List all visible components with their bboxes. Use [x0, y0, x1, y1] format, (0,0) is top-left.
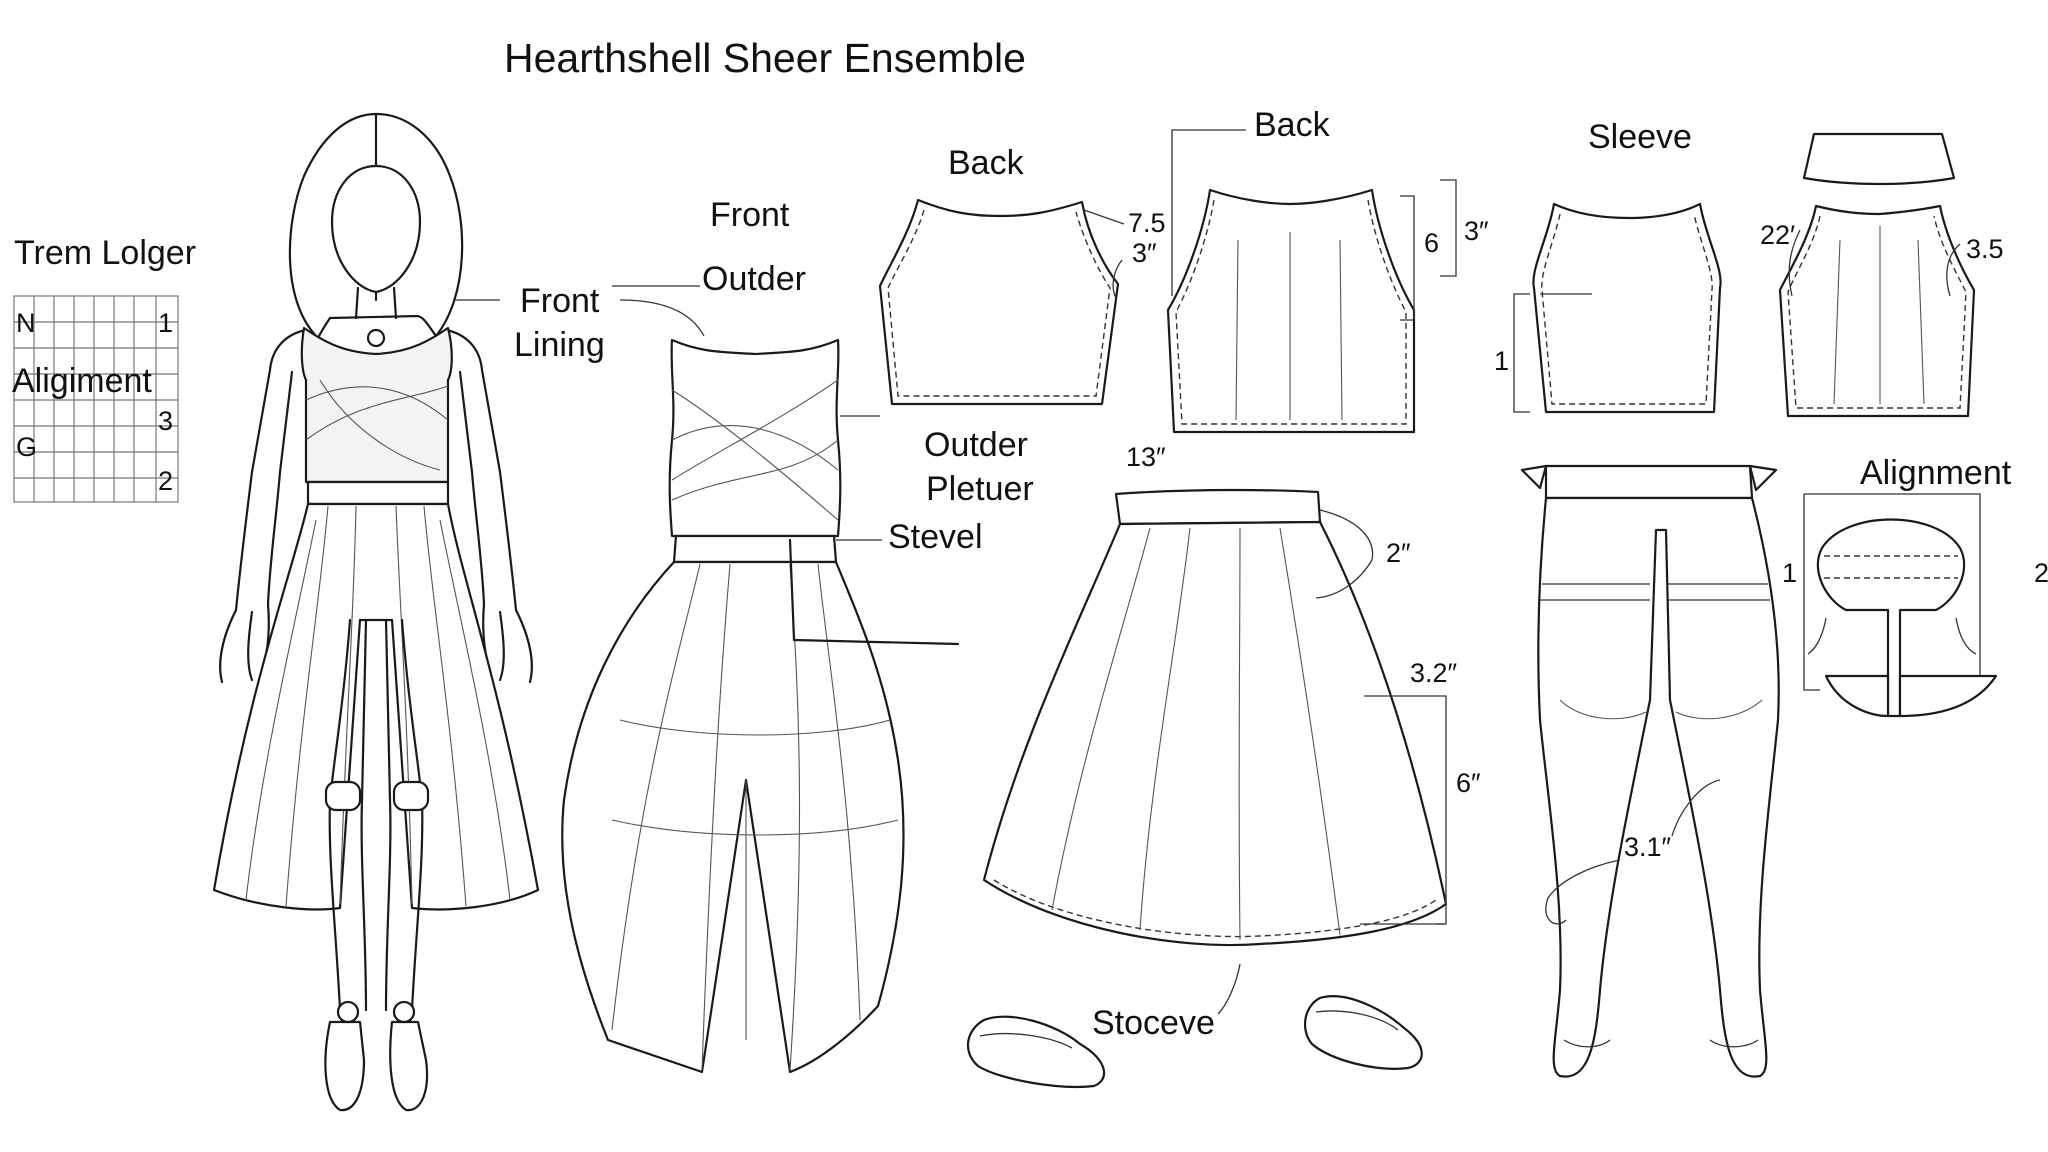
label-outder: Outder	[702, 260, 806, 298]
label-front-lining-2: Lining	[514, 326, 605, 364]
meas-6-b: 6″	[1456, 768, 1481, 798]
meas-1-align: 1	[1782, 558, 1797, 588]
shoes	[966, 995, 1423, 1088]
legend-row-g: G	[16, 432, 37, 462]
meas-3-b: 3″	[1464, 216, 1489, 246]
pattern-back-yoke	[1778, 204, 1976, 418]
dress-front-view	[561, 338, 960, 1074]
legend-grid	[13, 295, 179, 503]
label-back-right: Back	[1254, 106, 1331, 144]
label-outder-pletuer-1: Outder	[924, 426, 1028, 464]
meas-1-sleeve: 1	[1494, 346, 1509, 376]
label-stevel: Stevel	[888, 518, 983, 556]
pattern-back-bodice-large	[1166, 188, 1416, 434]
label-front: Front	[710, 196, 790, 234]
model-figure	[212, 112, 540, 1112]
pattern-skirt	[982, 488, 1448, 947]
meas-13: 13″	[1126, 442, 1166, 472]
pattern-alignment	[1803, 493, 1998, 718]
legend-row-n: N	[16, 308, 36, 338]
meas-2: 2″	[1386, 538, 1411, 568]
legend-col-3: 3	[158, 406, 173, 436]
meas-6: 6	[1424, 228, 1439, 258]
label-stoceve: Stoceve	[1092, 1004, 1215, 1042]
meas-22: 22′	[1760, 220, 1795, 250]
meas-2-align: 2	[2034, 558, 2048, 588]
label-back-left: Back	[948, 144, 1025, 182]
pattern-sleeve-bodice	[1532, 202, 1722, 414]
meas-7-5: 7.5	[1128, 208, 1166, 238]
pattern-collar	[1802, 132, 1956, 186]
legend-panel: Trem Lolger N Aligiment G 1 3 2	[12, 234, 196, 503]
label-alignment: Alignment	[1860, 454, 2012, 492]
label-sleeve: Sleeve	[1588, 118, 1692, 156]
legend-col-1: 1	[158, 308, 173, 338]
meas-3-1: 3.1″	[1624, 832, 1672, 862]
label-front-lining-1: Front	[520, 282, 600, 320]
label-outder-pletuer-2: Pletuer	[926, 470, 1034, 508]
meas-3-a: 3″	[1132, 238, 1157, 268]
legend-row-alignment: Aligiment	[12, 362, 152, 400]
pattern-leggings	[1520, 464, 1780, 1078]
legend-col-2: 2	[158, 466, 173, 496]
pattern-back-bodice-small	[878, 198, 1120, 406]
meas-3-5: 3.5	[1966, 234, 2004, 264]
meas-3-2: 3.2″	[1410, 658, 1458, 688]
legend-heading: Trem Lolger	[14, 234, 196, 272]
sheet-title: Hearthshell Sheer Ensemble	[504, 35, 1026, 81]
